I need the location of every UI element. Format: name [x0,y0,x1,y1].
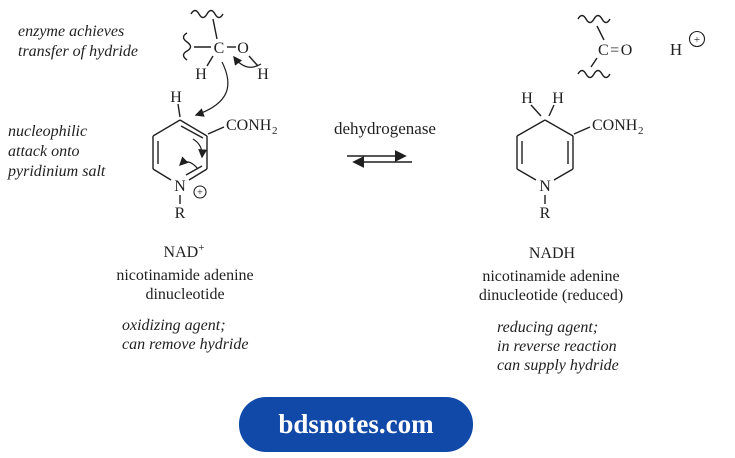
atom-h: H [170,89,182,106]
wavy-bond [577,69,611,79]
nadh-note-line: in reverse reaction [497,338,617,355]
atom-o: O [237,40,249,57]
nadh-note-line: reducing agent; [497,319,598,336]
nad-ring [152,103,225,204]
proton-h: H [670,40,682,59]
wavy-bond [190,9,224,19]
curved-arrow-ring-pi [192,138,208,159]
annotation-line: attack onto [8,143,80,160]
nadh-title: NADH [529,245,576,262]
nad-caption-line: nicotinamide adenine [116,267,253,284]
atom-h: H [257,66,269,83]
atom-h: H [521,90,533,107]
bdsnotes-watermark-button[interactable]: bdsnotes.com [239,397,473,452]
atom-h: H [552,90,564,107]
equilibrium-arrows-icon [347,150,412,168]
nadh-ring-atoms: H H CONH 2 N R [521,90,643,222]
nadh-caption-line: dinucleotide (reduced) [479,287,623,304]
enzyme-name: dehydrogenase [334,119,436,138]
atom-n: N [539,178,551,195]
carbonyl-substrate [577,14,706,79]
nad-title: NAD+ [164,242,205,261]
nad-ring-atoms: H CONH 2 N + R [170,89,277,222]
amide-subscript: 2 [272,125,278,137]
enzyme-annotation: enzyme achieves transfer of hydride nucl… [7,23,138,180]
nadh-note-line: can supply hydride [497,357,619,374]
atom-h: H [195,66,207,83]
alcohol-substrate-atoms: C O H H [195,40,269,83]
annotation-line: nucleophilic [8,123,87,140]
amide-group-label: CONH [592,117,638,134]
nadh-caption-line: nicotinamide adenine [482,268,619,285]
mechanism-arrows [194,55,262,117]
amide-group-label: CONH [226,117,272,134]
plus-charge-icon: + [197,188,203,199]
carbonyl-group-label: C=O [598,42,634,59]
nad-note-line: oxidizing agent; [122,317,226,334]
alcohol-substrate [182,9,259,67]
annotation-line: transfer of hydride [18,43,138,60]
nad-note-line: can remove hydride [122,336,248,353]
nad-caption: NAD+ nicotinamide adenine dinucleotide o… [116,242,253,353]
r-group: R [175,205,186,222]
carbonyl-substrate-atoms: C=O H + [598,34,700,59]
wavy-bond [577,14,611,24]
r-group: R [540,205,551,222]
nad-caption-line: dinucleotide [145,286,224,303]
plus-charge-icon: + [694,34,700,46]
amide-subscript: 2 [638,125,644,137]
nadh-ring [516,104,591,204]
curved-arrow-oh-to-co [233,55,262,68]
atom-n: N [174,178,186,195]
nadh-caption: NADH nicotinamide adenine dinucleotide (… [479,245,623,374]
annotation-line: enzyme achieves [18,23,124,40]
curved-arrow-hydride-to-ring [194,61,229,117]
wavy-bond [182,32,192,61]
annotation-line: pyridinium salt [7,163,106,180]
curved-arrow-to-nitrogen [179,156,199,170]
atom-c: C [214,40,225,57]
